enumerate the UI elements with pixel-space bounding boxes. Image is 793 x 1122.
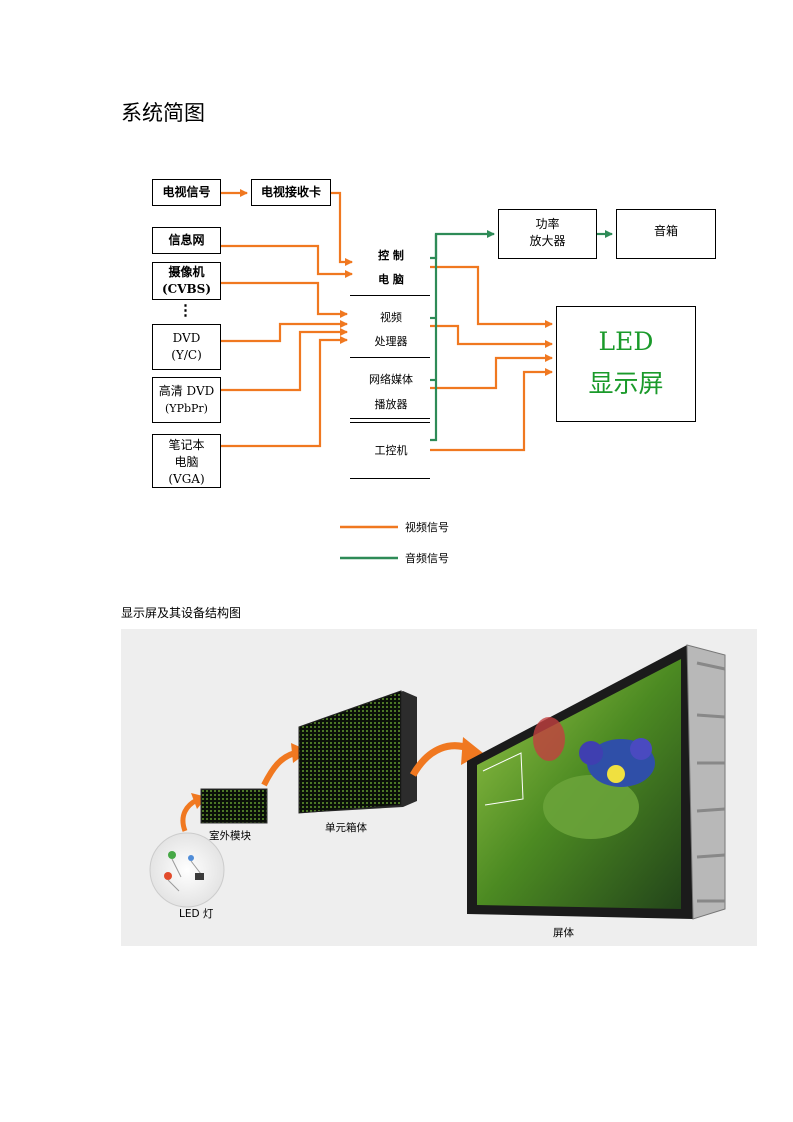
arrow-camera-to-video [221, 281, 348, 318]
tv-card-label: 电视接收卡 [260, 185, 321, 199]
ellipsis: ⋮ [178, 301, 193, 319]
info-net-box: 信息网 [152, 227, 221, 254]
arrow-media-to-led [430, 354, 553, 390]
laptop-label-2: 电脑 [174, 455, 199, 469]
arrow-infonet-to-control [221, 244, 353, 278]
video-processor-label-2: 处理器 [374, 335, 408, 348]
amplifier-label-2: 放大器 [529, 234, 566, 248]
led-display-box: LED 显示屏 [556, 306, 696, 422]
tv-card-box: 电视接收卡 [251, 179, 331, 206]
laptop-label: 笔记本 [168, 438, 205, 452]
arrow-ipc-to-led [430, 368, 553, 452]
legend-video-label: 视频信号 [405, 521, 449, 534]
structure-drawing [149, 644, 726, 920]
screen-image [467, 644, 726, 920]
tv-signal-box: 电视信号 [152, 179, 221, 206]
control-label-2: 电 脑 [378, 273, 404, 286]
speaker-label: 音箱 [653, 224, 678, 238]
laptop-sub-label: (VGA) [168, 472, 205, 486]
camera-label: 摄像机 [168, 265, 205, 279]
arrow-video-to-led [430, 324, 553, 348]
screen-caption: 屏体 [553, 927, 574, 939]
camera-sub-label: (CVBS) [161, 282, 212, 296]
hd-dvd-sub-label: (YPbPr) [165, 402, 208, 415]
led-label: LED [598, 327, 654, 356]
dvd-sub-label: (Y/C) [171, 348, 202, 362]
laptop-box: 笔记本 电脑 (VGA) [152, 434, 221, 488]
media-player-label: 网络媒体 [369, 373, 413, 386]
diagram-connectors [221, 189, 687, 560]
legend-audio-label: 音频信号 [405, 552, 449, 565]
led-lamp-caption: LED 灯 [179, 908, 214, 920]
page-title: 系统简图 [121, 101, 205, 125]
structure-illustration: LED 灯 室外模块 单元箱体 屏体 [121, 629, 757, 946]
control-label: 控 制 [378, 249, 404, 262]
amplifier-label: 功率 [535, 217, 560, 231]
hd-dvd-box: 高清 DVD (YPbPr) [152, 377, 221, 423]
amplifier-box: 功率 放大器 [498, 209, 597, 259]
info-net-label: 信息网 [168, 233, 205, 247]
arrow-control-to-led [430, 265, 553, 328]
divider [350, 357, 430, 358]
structure-subtitle: 显示屏及其设备结构图 [121, 606, 242, 620]
divider [350, 295, 430, 296]
divider [350, 478, 430, 479]
arrow-dvd-to-video [221, 320, 348, 343]
video-processor-label: 视频 [380, 311, 402, 324]
led-lamp-image [149, 832, 225, 908]
outdoor-module-image [200, 788, 268, 824]
arrow-audio-to-amp [430, 230, 495, 260]
divider [350, 418, 430, 419]
media-player-label-2: 播放器 [374, 398, 408, 411]
dvd-label: DVD [172, 331, 201, 345]
led-display-label: 显示屏 [588, 369, 664, 398]
ipc-label: 工控机 [374, 444, 408, 457]
arrow-hddvd-to-video [221, 328, 348, 392]
module-caption: 室外模块 [209, 830, 251, 842]
audio-trunk [430, 234, 438, 442]
cabinet-caption: 单元箱体 [325, 822, 367, 834]
divider [350, 422, 430, 423]
camera-box: 摄像机 (CVBS) [152, 262, 221, 300]
speaker-box: 音箱 [616, 209, 716, 259]
unit-cabinet-image [298, 690, 417, 814]
arrow-card-to-control [331, 191, 353, 266]
hd-dvd-label: 高清 DVD [158, 384, 215, 398]
dvd-box: DVD (Y/C) [152, 324, 221, 370]
tv-signal-label: 电视信号 [162, 185, 211, 199]
arrow-laptop-to-video [221, 336, 348, 448]
